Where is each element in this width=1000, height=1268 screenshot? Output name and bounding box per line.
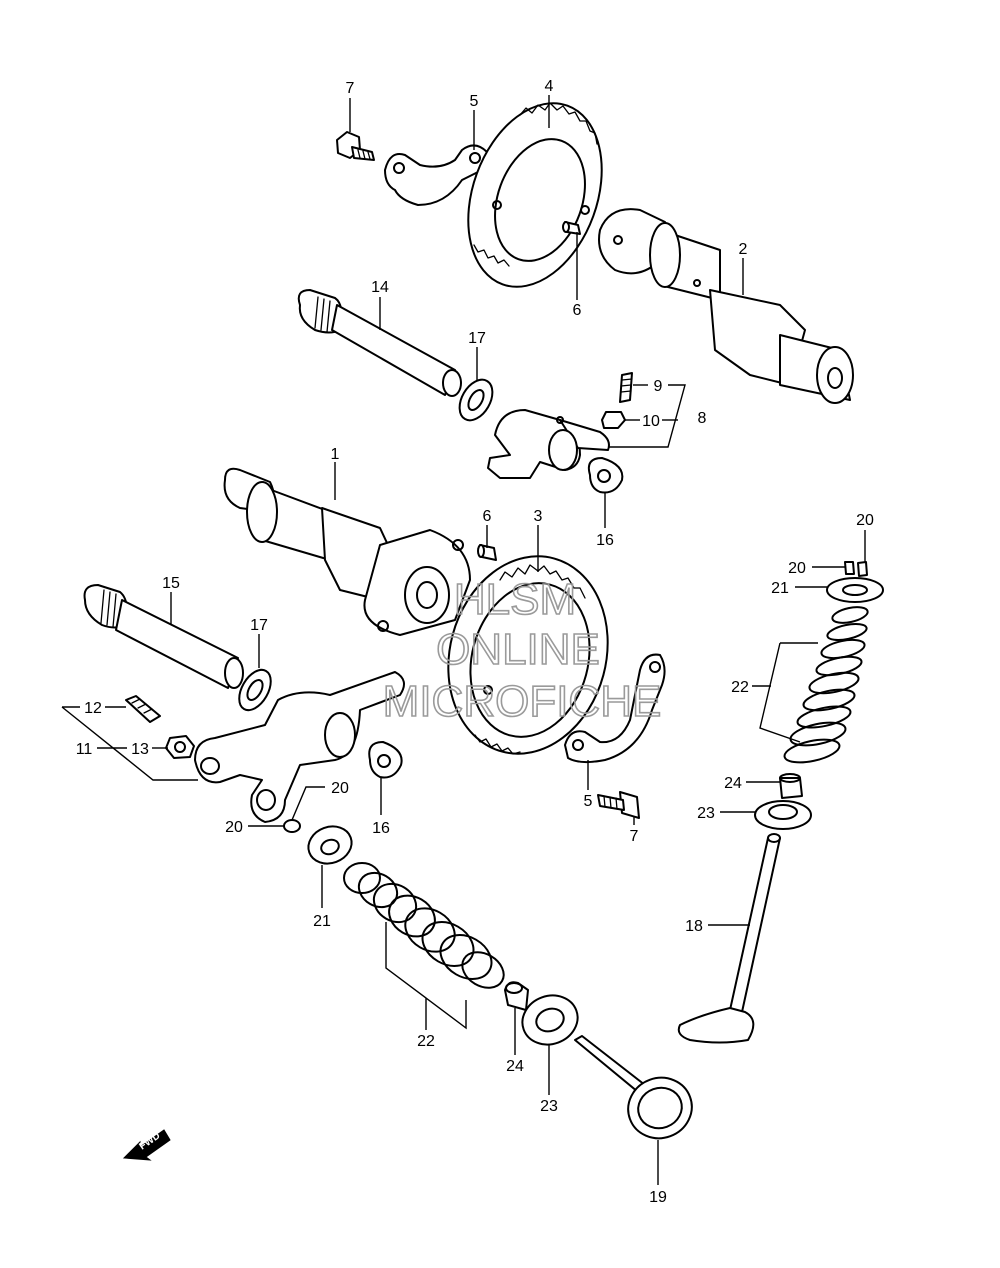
part-6-pin-top	[562, 221, 581, 235]
callout-4: 4	[545, 78, 554, 95]
callout-7-top: 7	[346, 80, 355, 97]
callout-11: 11	[76, 741, 93, 758]
callout-5-lower: 5	[584, 793, 593, 810]
part-22-spring-right	[783, 606, 869, 764]
callout-8: 8	[698, 410, 707, 427]
callout-21-right: 21	[771, 580, 789, 597]
callout-14: 14	[371, 279, 389, 296]
callout-17-lower: 17	[250, 617, 268, 634]
callout-19: 19	[649, 1189, 667, 1206]
part-5-bracket-lower	[564, 653, 666, 764]
callout-labels: 7 5 4 2 6 14 17 9 10 8 16 1 6 3 15 17 12…	[76, 78, 874, 1206]
callout-16-lower: 16	[372, 820, 390, 837]
callout-24-right: 24	[724, 775, 742, 792]
watermark: HLSM ONLINE MICROFICHE	[382, 574, 662, 727]
part-18-valve-right	[677, 833, 781, 1044]
callout-22-lower: 22	[417, 1033, 435, 1050]
part-3-sprocket-lower	[447, 555, 609, 755]
part-24-seal-lower	[504, 981, 529, 1011]
watermark-line1: HLSM	[454, 575, 576, 624]
callout-6-top: 6	[573, 302, 582, 319]
part-23-seat-right	[754, 800, 812, 830]
callout-21-lower: 21	[313, 913, 331, 930]
part-22-spring-lower	[343, 862, 505, 989]
part-11-rocker-arm-lower	[125, 671, 405, 823]
part-19-valve-lower	[574, 1035, 693, 1140]
part-14-rocker-shaft-upper	[297, 289, 462, 397]
callout-2: 2	[739, 241, 748, 258]
callout-16-top: 16	[596, 532, 614, 549]
part-15-rocker-shaft-lower	[83, 584, 244, 689]
callout-20-lower-right: 20	[331, 780, 349, 797]
part-17-washer-upper	[458, 378, 494, 422]
part-2-camshaft-upper	[598, 208, 854, 404]
callout-18: 18	[685, 918, 703, 935]
watermark-line3: MICROFICHE	[383, 677, 662, 726]
part-16-plate-lower	[368, 741, 403, 779]
part-7-bolt-lower	[597, 791, 640, 819]
callout-15: 15	[162, 575, 180, 592]
callout-10: 10	[642, 413, 660, 430]
callout-6-lower: 6	[483, 508, 492, 525]
callout-20-lower-left: 20	[225, 819, 243, 836]
callout-13: 13	[131, 741, 149, 758]
part-8-rocker-arm-upper	[487, 372, 633, 479]
callout-24-lower: 24	[506, 1058, 524, 1075]
callout-9: 9	[654, 378, 663, 395]
part-1-camshaft-lower	[223, 467, 471, 636]
part-6-pin-lower	[477, 544, 497, 561]
callout-7-lower: 7	[630, 828, 639, 845]
part-23-seat-lower	[521, 994, 579, 1046]
part-17-washer-lower	[238, 668, 272, 712]
callout-5-top: 5	[470, 93, 479, 110]
callout-23-right: 23	[697, 805, 715, 822]
callout-23-lower: 23	[540, 1098, 558, 1115]
part-21-retainer-lower	[307, 825, 353, 865]
callout-17-top: 17	[468, 330, 486, 347]
part-7-bolt-top	[336, 131, 375, 161]
watermark-line2: ONLINE	[436, 625, 600, 674]
callout-22-right: 22	[731, 679, 749, 696]
callout-12: 12	[84, 700, 102, 717]
part-24-seal-right	[779, 773, 803, 799]
callout-20-right-top: 20	[856, 512, 874, 529]
part-21-retainer-right	[826, 577, 884, 603]
callout-3: 3	[534, 508, 543, 525]
part-16-plate-upper	[587, 457, 624, 494]
part-20-cotter-lower	[283, 819, 301, 833]
leader-lines	[61, 95, 866, 1185]
callout-1: 1	[331, 446, 340, 463]
fwd-direction-arrow: FWD	[122, 1129, 171, 1161]
part-4-sprocket-top	[467, 102, 603, 288]
part-20-cotters-right	[844, 561, 868, 577]
callout-20-right: 20	[788, 560, 806, 577]
